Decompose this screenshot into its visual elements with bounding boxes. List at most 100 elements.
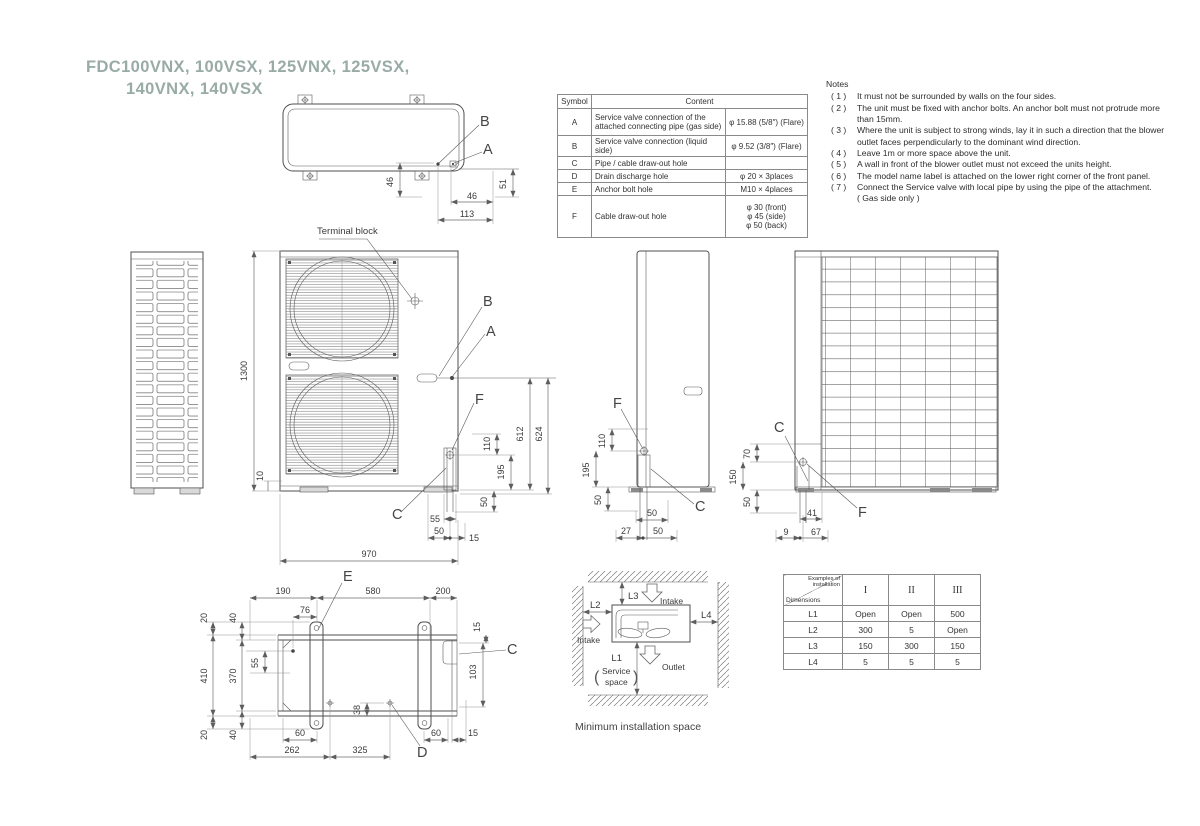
dim-label: 20 — [199, 613, 209, 623]
clearance-label-l4: L4 — [701, 610, 712, 621]
dim-label: 9 — [783, 527, 788, 537]
dim-label: 190 — [275, 586, 290, 596]
dim-label: 110 — [482, 437, 492, 451]
symbol-cell: A — [557, 108, 592, 136]
model-title-line2: 140VNX, 140VSX — [126, 80, 263, 99]
clearance-label-l3: L3 — [628, 591, 639, 602]
table-row: A Service valve connection of the attach… — [557, 108, 808, 136]
corner-top-label: Examples of installation — [808, 576, 840, 589]
part-label-a: A — [486, 324, 496, 340]
clearance-label-l1: L1 — [611, 653, 622, 664]
fan-icon — [617, 621, 671, 639]
table-row: L3 150 300 150 — [783, 637, 981, 654]
content-cell: Service valve connection (liquid side) — [591, 135, 726, 157]
service-space-paren: ) — [633, 669, 638, 686]
dim-label: 325 — [352, 745, 367, 755]
outlet-label: Outlet — [662, 662, 685, 672]
dim-label: 50 — [653, 526, 663, 536]
part-label-a: A — [483, 142, 493, 158]
spec-cell — [725, 156, 808, 170]
dim-cell: L1 — [783, 605, 843, 622]
intake-top-label: Intake — [660, 596, 683, 606]
dim-label: 200 — [435, 586, 450, 596]
intake-arrow-icon — [582, 614, 601, 634]
dim-label: 27 — [621, 526, 631, 536]
dim-label: 624 — [534, 426, 544, 441]
dim-label: 46 — [467, 191, 477, 201]
note-number: ( 4 ) — [831, 148, 847, 159]
top-view: B A 46 51 46 113 — [282, 94, 519, 224]
part-label-b: B — [480, 114, 490, 130]
note-text: The unit must be fixed with anchor bolts… — [857, 102, 1160, 125]
dim-label: 50 — [434, 526, 444, 536]
table-row: Symbol Content — [557, 94, 808, 109]
dim-label: 55 — [250, 658, 260, 668]
table-row: C Pipe / cable draw-out hole — [557, 156, 808, 170]
note-item: ( 6 )The model name label is attached on… — [826, 171, 1166, 182]
dim-label: 50 — [742, 497, 752, 507]
dim-label: 195 — [496, 464, 506, 479]
intake-left-label: Intake — [577, 635, 600, 645]
part-label-f: F — [475, 392, 484, 408]
note-number: ( 5 ) — [831, 159, 847, 170]
value-cell: 5 — [888, 621, 935, 638]
table-row: F Cable draw-out hole φ 30 (front) φ 45 … — [557, 195, 808, 238]
part-label-d: D — [417, 745, 427, 761]
dim-label: 51 — [498, 179, 508, 189]
table-row: L4 5 5 5 — [783, 653, 981, 670]
service-space-label: space — [605, 677, 628, 687]
part-label-f: F — [613, 396, 622, 412]
min-space-caption: Minimum installation space — [575, 721, 702, 733]
dim-label: 50 — [647, 508, 657, 518]
dim-label: 46 — [385, 177, 395, 187]
dim-cell: L3 — [783, 637, 843, 654]
symbol-header: Symbol — [557, 94, 592, 109]
dim-label: 113 — [460, 209, 474, 219]
value-cell: 5 — [888, 653, 935, 670]
terminal-block-label: Terminal block — [317, 226, 378, 237]
dim-label: 50 — [593, 495, 603, 505]
value-cell: 5 — [842, 653, 889, 670]
part-label-c: C — [392, 507, 402, 523]
installation-table: Examples of installation Dimensions I II… — [783, 574, 981, 670]
dim-label: 1300 — [239, 361, 249, 381]
symbol-cell: C — [557, 156, 592, 170]
dim-label: 10 — [255, 471, 265, 481]
table-row: L1 Open Open 500 — [783, 605, 981, 622]
note-item: ( 7 )Connect the Service valve with loca… — [826, 182, 1166, 205]
spec-cell: φ 9.52 (3/8″) (Flare) — [725, 135, 808, 157]
dim-label: 38 — [352, 705, 362, 715]
note-item: ( 1 )It must not be surrounded by walls … — [826, 91, 1166, 102]
note-number: ( 3 ) — [831, 125, 847, 136]
dim-label: 20 — [199, 730, 209, 740]
back-view: C F 70 150 50 41 9 67 — [728, 250, 999, 542]
table-row: B Service valve connection (liquid side)… — [557, 135, 808, 157]
fan-grille-upper — [285, 256, 399, 362]
table-row: L2 300 5 Open — [783, 621, 981, 638]
dim-label: 67 — [811, 527, 821, 537]
note-item: ( 4 ) Leave 1m or more space above the un… — [826, 148, 1166, 159]
dim-label: 50 — [479, 497, 489, 507]
column-header: III — [934, 574, 981, 606]
dim-label: 612 — [515, 426, 525, 441]
dim-label: 970 — [361, 549, 376, 559]
fan-grille-lower — [285, 372, 399, 478]
symbol-cell: B — [557, 135, 592, 157]
column-header: II — [888, 574, 935, 606]
front-view: B A F C 1300 10 970 612 62 — [239, 250, 556, 565]
dim-cell: L4 — [783, 653, 843, 670]
notes-section: Notes ( 1 )It must not be surrounded by … — [826, 79, 1166, 205]
anchor-bolt-icon — [301, 96, 426, 180]
note-text: A wall in front of the blower outlet mus… — [857, 159, 1112, 170]
value-cell: Open — [888, 605, 935, 622]
dim-label: 55 — [430, 514, 440, 524]
table-row: D Drain discharge hole φ 20 × 3places — [557, 169, 808, 183]
dim-label: 15 — [468, 728, 478, 738]
min-space-diagram: L3 L2 L4 L1 Intake Intake Outlet ( Servi… — [572, 571, 729, 706]
note-text: Leave 1m or more space above the unit. — [857, 148, 1011, 159]
terminal-block-icon — [407, 293, 423, 309]
spec-cell: φ 15.88 (5/8″) (Flare) — [725, 108, 808, 136]
model-title: FDC100VNX, 100VSX, 125VNX, 125VSX, 140VN… — [86, 56, 410, 101]
value-cell: 300 — [888, 637, 935, 654]
dim-label: 76 — [300, 605, 310, 615]
